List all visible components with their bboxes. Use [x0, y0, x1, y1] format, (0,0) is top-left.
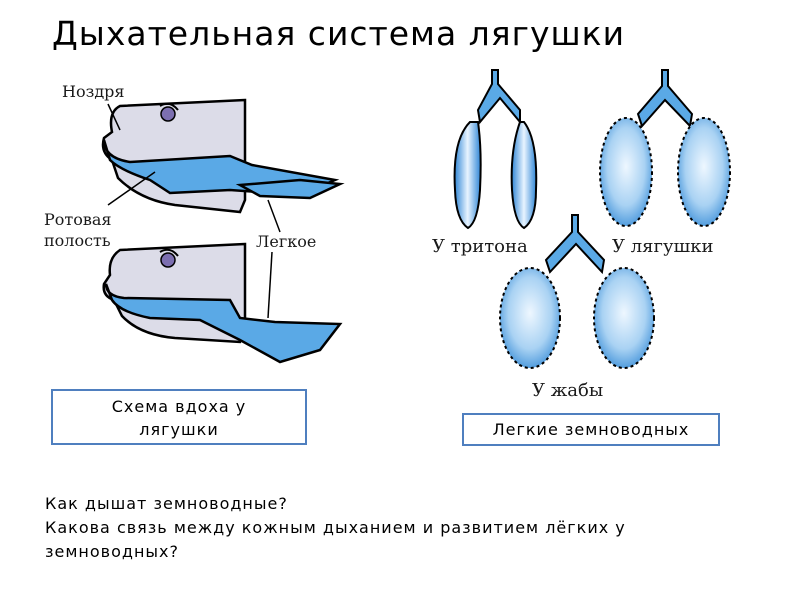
label-oral-cavity-line2: полость [44, 231, 111, 250]
caption-toad: У жабы [532, 380, 604, 401]
frog-lungs [599, 69, 731, 227]
label-nostril: Ноздря [62, 82, 125, 101]
frog-head-diagram-bottom [102, 242, 343, 364]
inhale-scheme-box: Схема вдоха у лягушки [51, 389, 307, 445]
leader-line-lung-top [267, 199, 281, 233]
eye-icon [160, 252, 176, 268]
caption-frog: У лягушки [612, 236, 714, 257]
leader-line-nostril [107, 103, 121, 131]
amphibian-lungs-box: Легкие земноводных [462, 413, 720, 446]
eye-icon [160, 106, 176, 122]
label-lung: Легкое [256, 232, 317, 251]
toad-lungs [499, 214, 655, 369]
question-2: Какова связь между кожным дыханием и раз… [45, 518, 626, 561]
questions-block: Как дышат земноводные? Какова связь межд… [45, 492, 750, 564]
label-oral-cavity-line1: Ротовая [44, 210, 112, 229]
leader-line-lung-bottom [267, 251, 273, 319]
leader-line-oral-cavity [107, 171, 156, 206]
lung-top [235, 178, 345, 200]
question-1: Как дышат земноводные? [45, 494, 288, 513]
oral-cavity-bottom [104, 283, 343, 364]
caption-newt: У тритона [432, 236, 528, 257]
page-title: Дыхательная система лягушки [52, 14, 626, 53]
newt-lungs [453, 69, 538, 230]
frog-head-diagram-top [101, 98, 345, 214]
